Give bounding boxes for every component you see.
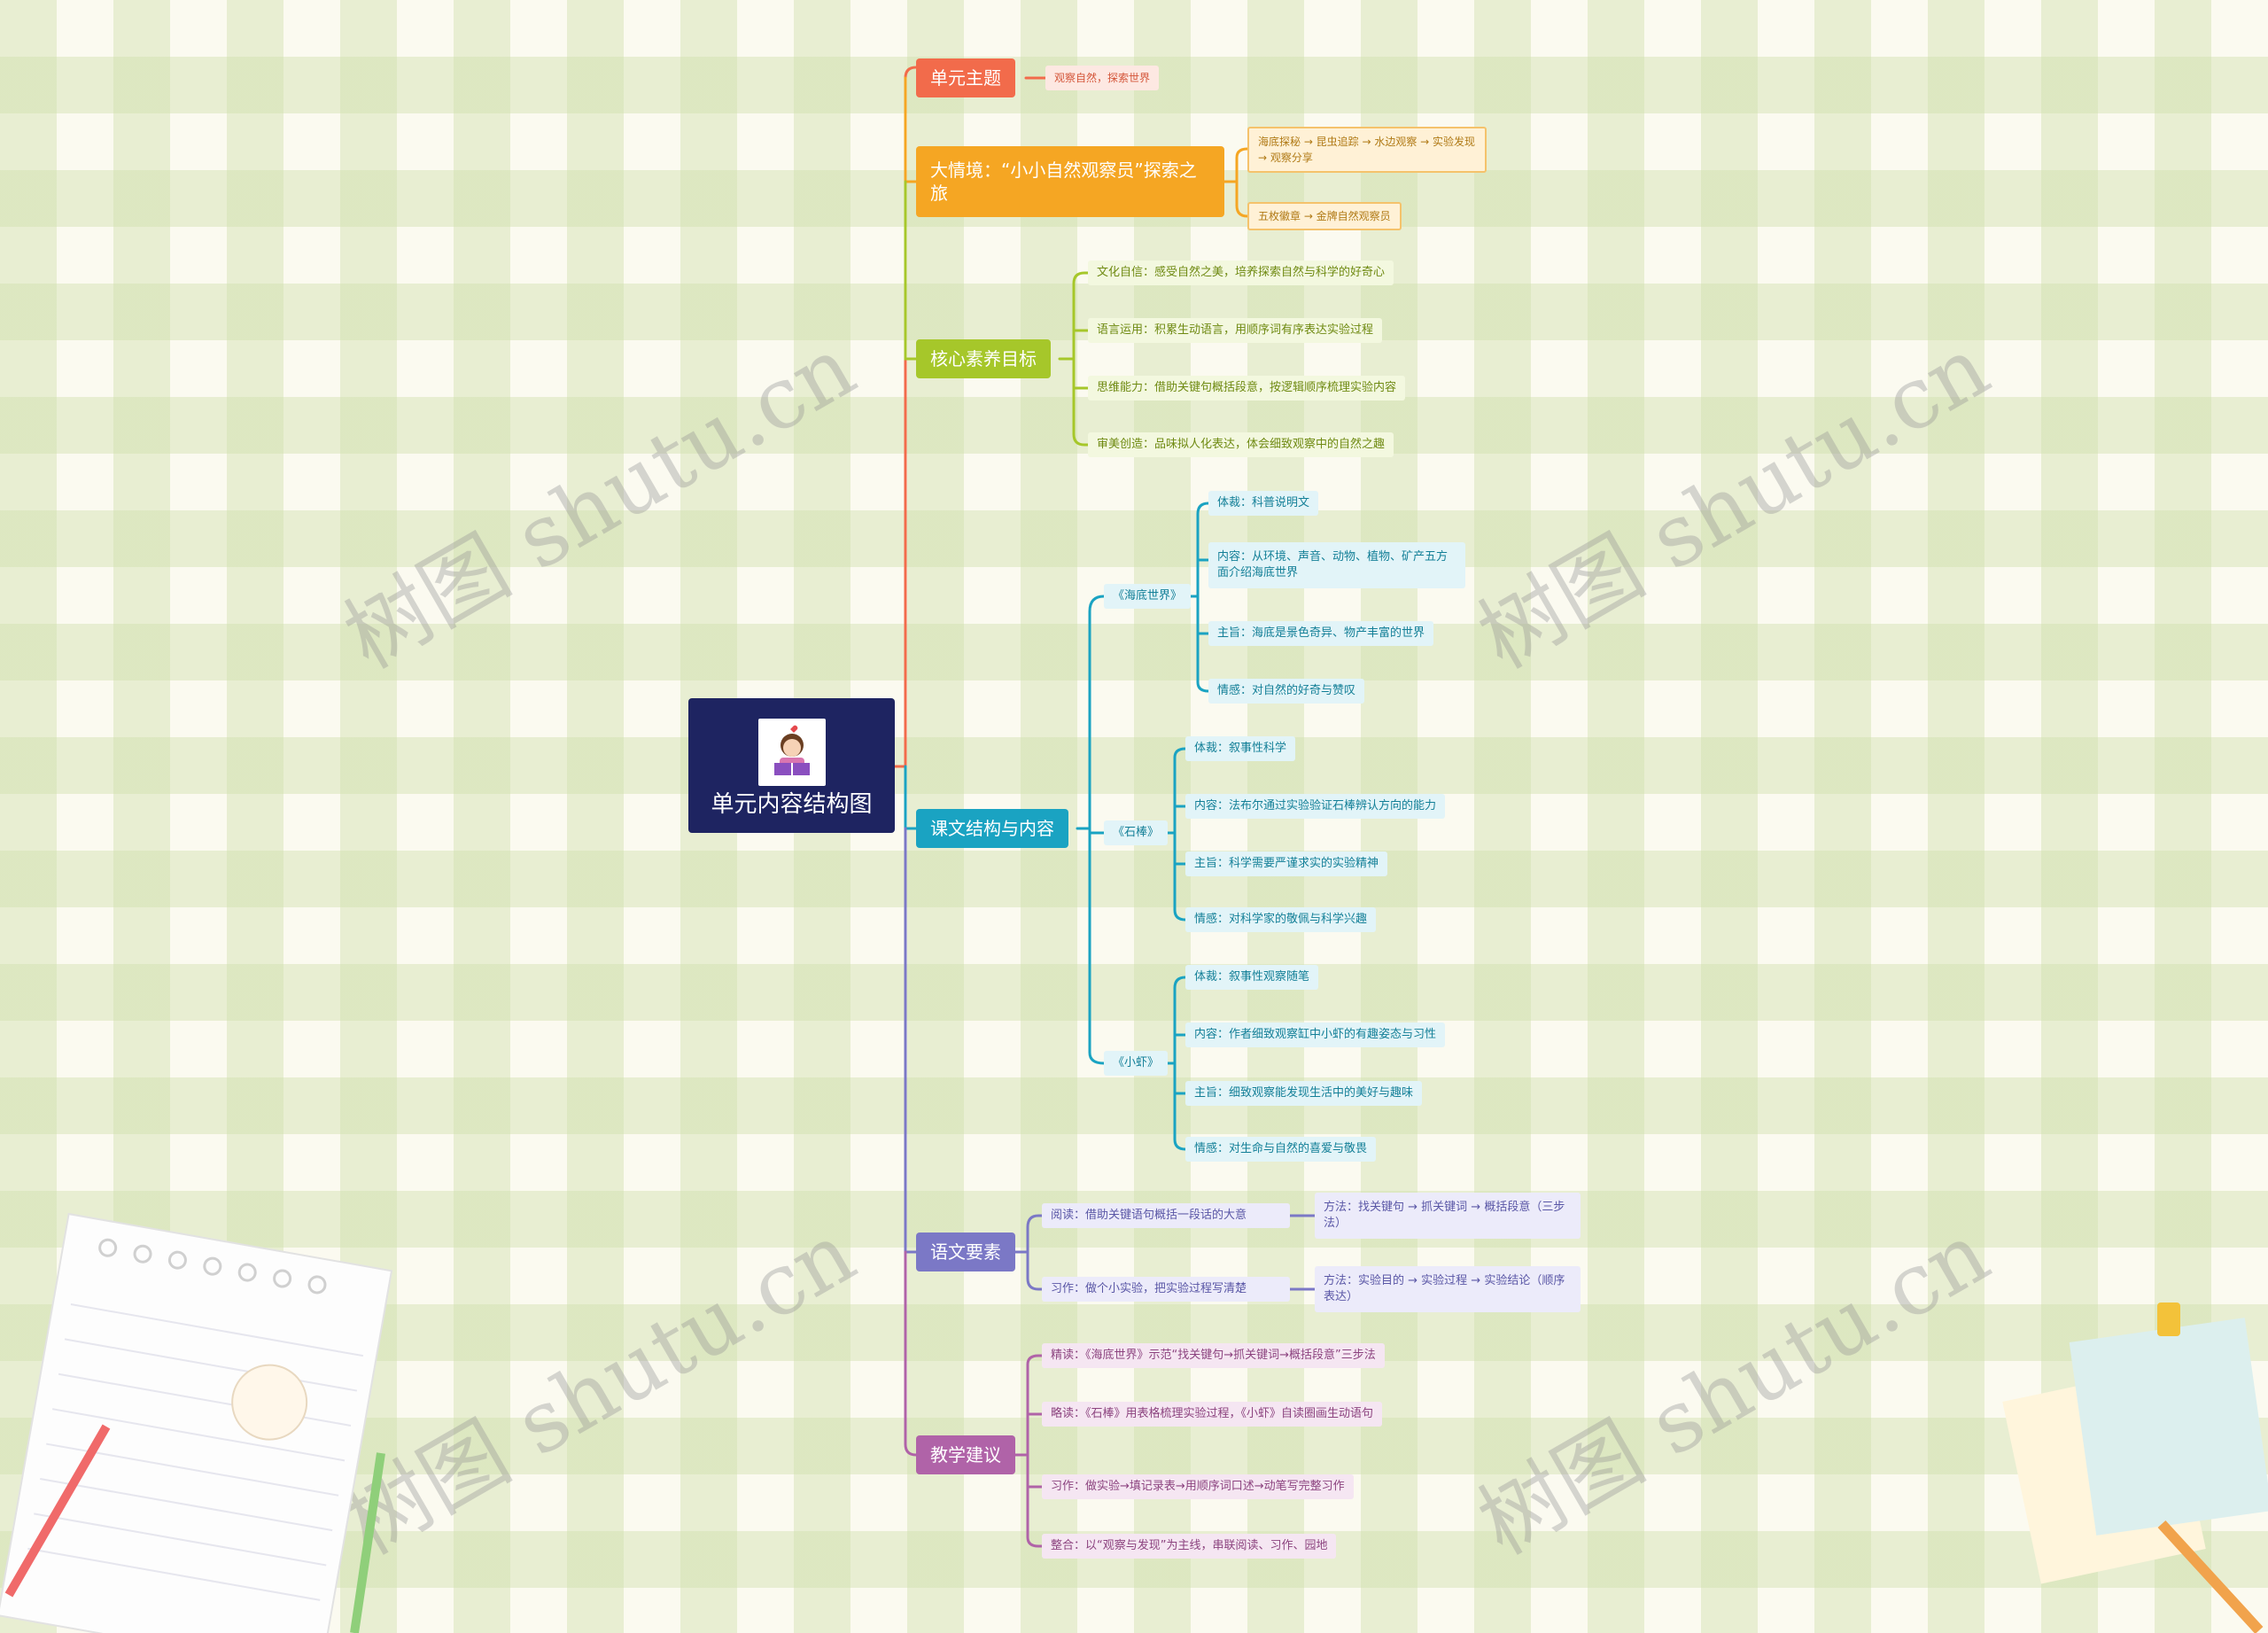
branch-theme-label: 单元主题 bbox=[930, 67, 1001, 89]
situation-leaf[interactable]: 五枚徽章 → 金牌自然观察员 bbox=[1247, 202, 1402, 230]
lesson-detail[interactable]: 情感：对自然的好奇与赞叹 bbox=[1208, 679, 1365, 704]
element-method-text: 方法：找关键句 → 抓关键词 → 概括段意（三步法） bbox=[1324, 1201, 1565, 1230]
lesson-detail-text: 情感：对自然的好奇与赞叹 bbox=[1217, 684, 1356, 697]
branch-texts-label: 课文结构与内容 bbox=[930, 818, 1054, 839]
branch-situation[interactable]: 大情境：“小小自然观察员”探索之旅 bbox=[916, 146, 1224, 217]
branch-elements[interactable]: 语文要素 bbox=[916, 1233, 1015, 1271]
goal-item-text: 思维能力：借助关键句概括段意，按逻辑顺序梳理实验内容 bbox=[1097, 381, 1397, 394]
advice-item[interactable]: 略读：《石棒》用表格梳理实验过程，《小虾》自读圈画生动语句 bbox=[1042, 1402, 1383, 1427]
lesson-detail[interactable]: 主旨：海底是景色奇异、物产丰富的世界 bbox=[1208, 621, 1434, 646]
advice-item[interactable]: 整合：以“观察与发现”为主线，串联阅读、习作、园地 bbox=[1042, 1534, 1337, 1559]
lesson-detail[interactable]: 体裁：叙事性观察随笔 bbox=[1185, 965, 1319, 990]
lesson-detail-text: 情感：对科学家的敬佩与科学兴趣 bbox=[1194, 913, 1368, 926]
lesson-detail[interactable]: 主旨：细致观察能发现生活中的美好与趣味 bbox=[1185, 1081, 1423, 1106]
reading-child-icon bbox=[757, 719, 826, 786]
lesson-title-text: 《海底世界》 bbox=[1113, 589, 1183, 603]
goal-item-text: 语言运用：积累生动语言，用顺序词有序表达实验过程 bbox=[1097, 323, 1374, 337]
goal-item[interactable]: 语言运用：积累生动语言，用顺序词有序表达实验过程 bbox=[1088, 318, 1383, 343]
lesson-title-text: 《石棒》 bbox=[1113, 826, 1160, 839]
lesson-detail[interactable]: 情感：对科学家的敬佩与科学兴趣 bbox=[1185, 907, 1377, 932]
lesson-detail[interactable]: 体裁：科普说明文 bbox=[1208, 491, 1319, 516]
lesson-detail[interactable]: 内容：法布尔通过实验验证石棒辨认方向的能力 bbox=[1185, 794, 1446, 819]
advice-item-text: 精读：《海底世界》示范“找关键句→抓关键词→概括段意”三步法 bbox=[1051, 1349, 1376, 1362]
lesson-title[interactable]: 《小虾》 bbox=[1104, 1051, 1169, 1076]
lesson-title[interactable]: 《石棒》 bbox=[1104, 820, 1169, 845]
theme-leaf[interactable]: 观察自然，探索世界 bbox=[1045, 66, 1160, 90]
lesson-detail-text: 体裁：科普说明文 bbox=[1217, 496, 1310, 509]
root-title: 单元内容结构图 bbox=[711, 791, 873, 818]
lesson-detail-text: 体裁：叙事性观察随笔 bbox=[1194, 970, 1310, 984]
lesson-detail[interactable]: 内容：从环境、声音、动物、植物、矿产五方面介绍海底世界 bbox=[1208, 542, 1465, 588]
advice-item[interactable]: 习作：做实验→填记录表→用顺序词口述→动笔写完整习作 bbox=[1042, 1474, 1354, 1499]
lesson-detail-text: 主旨：海底是景色奇异、物产丰富的世界 bbox=[1217, 626, 1425, 640]
lesson-detail-text: 情感：对生命与自然的喜爱与敬畏 bbox=[1194, 1142, 1368, 1155]
lesson-detail-text: 主旨：科学需要严谨求实的实验精神 bbox=[1194, 857, 1379, 870]
goal-item[interactable]: 思维能力：借助关键句概括段意，按逻辑顺序梳理实验内容 bbox=[1088, 376, 1406, 400]
theme-leaf-text: 观察自然，探索世界 bbox=[1054, 72, 1151, 84]
lesson-detail-text: 内容：作者细致观察缸中小虾的有趣姿态与习性 bbox=[1194, 1028, 1437, 1041]
advice-item[interactable]: 精读：《海底世界》示范“找关键句→抓关键词→概括段意”三步法 bbox=[1042, 1343, 1385, 1368]
element-method-text: 方法：实验目的 → 实验过程 → 实验结论（顺序表达） bbox=[1324, 1274, 1565, 1303]
lesson-detail-text: 内容：从环境、声音、动物、植物、矿产五方面介绍海底世界 bbox=[1217, 550, 1449, 579]
branch-situation-label: 大情境：“小小自然观察员”探索之旅 bbox=[930, 159, 1197, 204]
branch-elements-label: 语文要素 bbox=[930, 1241, 1001, 1263]
sticky-note-illustration bbox=[2002, 1303, 2268, 1633]
element-item[interactable]: 习作：做个小实验，把实验过程写清楚 bbox=[1042, 1277, 1290, 1302]
lesson-detail[interactable]: 内容：作者细致观察缸中小虾的有趣姿态与习性 bbox=[1185, 1023, 1446, 1047]
element-method[interactable]: 方法：找关键句 → 抓关键词 → 概括段意（三步法） bbox=[1315, 1193, 1581, 1239]
branch-advice[interactable]: 教学建议 bbox=[916, 1435, 1015, 1474]
lesson-detail-text: 体裁：叙事性科学 bbox=[1194, 742, 1287, 755]
branch-goals[interactable]: 核心素养目标 bbox=[916, 339, 1051, 378]
lesson-title-text: 《小虾》 bbox=[1113, 1056, 1160, 1069]
goal-item-text: 文化自信：感受自然之美，培养探索自然与科学的好奇心 bbox=[1097, 266, 1386, 279]
branch-goals-label: 核心素养目标 bbox=[930, 348, 1037, 369]
element-item-text: 阅读：借助关键语句概括一段话的大意 bbox=[1051, 1209, 1247, 1222]
goal-item-text: 审美创造：品味拟人化表达，体会细致观察中的自然之趣 bbox=[1097, 438, 1386, 451]
advice-item-text: 整合：以“观察与发现”为主线，串联阅读、习作、园地 bbox=[1051, 1539, 1328, 1552]
lesson-detail-text: 内容：法布尔通过实验验证石棒辨认方向的能力 bbox=[1194, 799, 1437, 813]
branch-advice-label: 教学建议 bbox=[930, 1444, 1001, 1466]
situation-leaf-text: 五枚徽章 → 金牌自然观察员 bbox=[1258, 210, 1391, 222]
situation-leaf[interactable]: 海底探秘 → 昆虫追踪 → 水边观察 → 实验发现 → 观察分享 bbox=[1247, 127, 1487, 173]
notebook-illustration bbox=[0, 1212, 393, 1633]
branch-texts[interactable]: 课文结构与内容 bbox=[916, 809, 1068, 848]
goal-item[interactable]: 审美创造：品味拟人化表达，体会细致观察中的自然之趣 bbox=[1088, 432, 1394, 457]
situation-leaf-text: 海底探秘 → 昆虫追踪 → 水边观察 → 实验发现 → 观察分享 bbox=[1258, 136, 1476, 164]
goal-item[interactable]: 文化自信：感受自然之美，培养探索自然与科学的好奇心 bbox=[1088, 261, 1394, 285]
lesson-detail-text: 主旨：细致观察能发现生活中的美好与趣味 bbox=[1194, 1086, 1414, 1100]
advice-item-text: 略读：《石棒》用表格梳理实验过程，《小虾》自读圈画生动语句 bbox=[1051, 1407, 1374, 1420]
lesson-detail[interactable]: 主旨：科学需要严谨求实的实验精神 bbox=[1185, 851, 1388, 876]
element-item[interactable]: 阅读：借助关键语句概括一段话的大意 bbox=[1042, 1203, 1290, 1228]
branch-theme[interactable]: 单元主题 bbox=[916, 58, 1015, 97]
element-method[interactable]: 方法：实验目的 → 实验过程 → 实验结论（顺序表达） bbox=[1315, 1266, 1581, 1312]
root-node[interactable]: 单元内容结构图 bbox=[688, 698, 895, 833]
lesson-detail[interactable]: 情感：对生命与自然的喜爱与敬畏 bbox=[1185, 1137, 1377, 1162]
advice-item-text: 习作：做实验→填记录表→用顺序词口述→动笔写完整习作 bbox=[1051, 1480, 1345, 1493]
lesson-title[interactable]: 《海底世界》 bbox=[1104, 584, 1192, 609]
lesson-detail[interactable]: 体裁：叙事性科学 bbox=[1185, 736, 1296, 761]
element-item-text: 习作：做个小实验，把实验过程写清楚 bbox=[1051, 1282, 1247, 1295]
